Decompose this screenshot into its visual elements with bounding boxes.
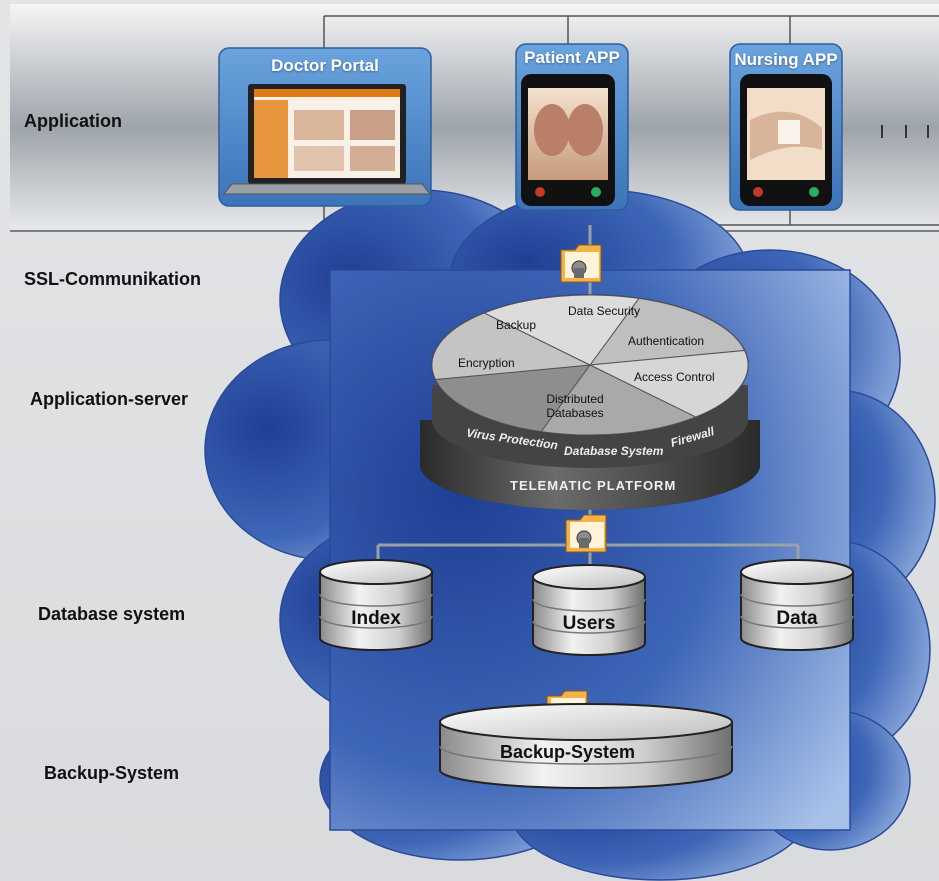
patient-app-card: [515, 43, 629, 211]
database-cylinder: [319, 559, 433, 651]
ssl-lock-folder-icon: [560, 244, 602, 283]
database-label: Users: [562, 613, 616, 634]
platform-slice: [588, 349, 749, 418]
platform-slice: [588, 297, 746, 366]
more-apps-ellipsis: [881, 125, 929, 138]
platform-slice-label: Authentication: [628, 334, 705, 348]
layer-label-database-system: Database system: [38, 604, 186, 624]
database-cylinders: [319, 559, 854, 656]
database-label: Index: [351, 608, 401, 629]
platform-slice-label: Backup: [496, 318, 537, 332]
layer-label-ssl: SSL-Communikation: [24, 269, 202, 289]
nursing-app-title: Nursing APP: [734, 50, 838, 69]
patient-app-title: Patient APP: [524, 48, 620, 67]
platform-slice-label: Data Security: [568, 304, 641, 318]
platform-slice: [431, 312, 592, 381]
doctor-portal-title: Doctor Portal: [271, 56, 379, 75]
platform-pie: [431, 294, 749, 436]
database-cylinder: [532, 564, 646, 656]
laptop-icon: [222, 84, 432, 195]
phone-icon: [740, 74, 832, 206]
platform-slice-label: Access Control: [634, 370, 715, 384]
backup-system-cylinder: [439, 703, 733, 789]
platform-slice: [483, 294, 640, 366]
platform-slice: [540, 364, 697, 436]
ring-label-database-system: Database System: [564, 444, 664, 458]
layer-label-backup-system: Backup-System: [44, 763, 180, 783]
platform-slice-label: Distributed Databases: [546, 392, 604, 420]
nursing-app-card: [729, 43, 843, 211]
database-label: Data: [776, 608, 818, 629]
database-cylinder: [740, 559, 854, 651]
platform-name: TELEMATIC PLATFORM: [510, 478, 677, 493]
doctor-portal-card: [218, 47, 432, 207]
platform-slice: [434, 364, 592, 433]
telematic-platform: [420, 294, 760, 510]
platform-slice-label: Encryption: [458, 356, 515, 370]
phone-icon: [521, 74, 615, 206]
layer-label-application-server: Application-server: [30, 389, 189, 409]
layer-label-application: Application: [24, 111, 122, 131]
backup-system-label: Backup-System: [500, 742, 636, 762]
db-lock-folder-icon: [565, 514, 607, 553]
